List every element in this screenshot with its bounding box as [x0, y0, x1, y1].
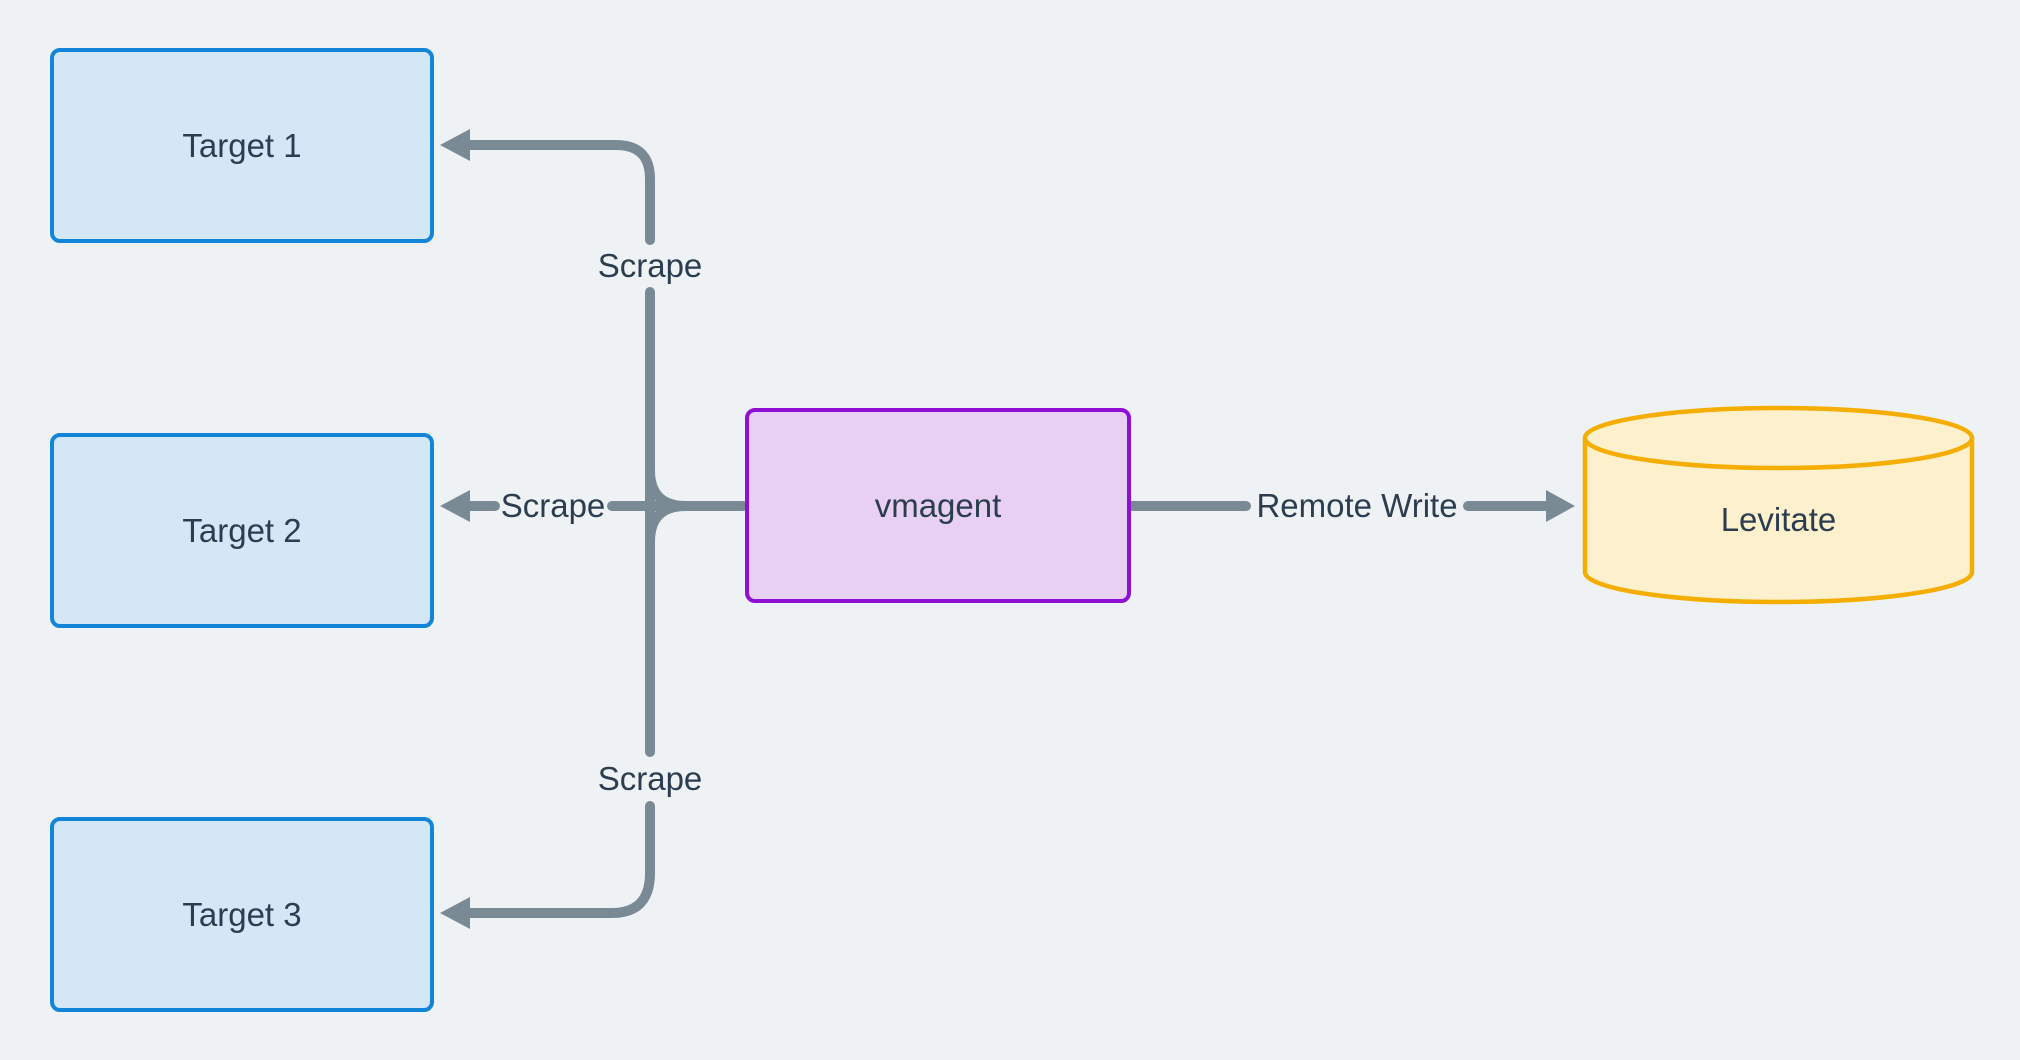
- scrape-bottom-arrowhead-icon: [440, 897, 470, 929]
- cylinder-body: [1582, 438, 1975, 605]
- scrape-bottom-edge-line: [462, 801, 655, 918]
- remote-write-arrowhead-icon: [1546, 490, 1575, 522]
- cylinder-top-ellipse: [1582, 405, 1975, 471]
- node-target-3: Target 3: [50, 817, 434, 1012]
- node-target-1-label: Target 1: [182, 126, 302, 164]
- junction-fillet-up: [645, 465, 691, 511]
- scrape-top-edge-line: [462, 140, 655, 245]
- edge-label-scrape-middle: Scrape: [500, 487, 606, 524]
- node-target-1: Target 1: [50, 48, 434, 243]
- edge-label-remote-write: Remote Write: [1256, 487, 1458, 524]
- node-vmagent-label: vmagent: [874, 486, 1002, 524]
- scrape-middle-arrowhead-icon: [440, 490, 470, 522]
- node-target-3-label: Target 3: [182, 895, 302, 933]
- levitate-cylinder-shape: [1582, 405, 1975, 605]
- node-levitate: Levitate: [1585, 408, 1972, 602]
- node-levitate-label: Levitate: [1720, 501, 1837, 538]
- junction-fillet-down: [645, 501, 691, 547]
- node-vmagent: vmagent: [745, 408, 1131, 603]
- edge-label-scrape-top: Scrape: [597, 247, 703, 284]
- node-target-2: Target 2: [50, 433, 434, 628]
- edge-label-scrape-bottom: Scrape: [597, 760, 703, 797]
- scrape-top-arrowhead-icon: [440, 129, 470, 161]
- node-target-2-label: Target 2: [182, 511, 302, 549]
